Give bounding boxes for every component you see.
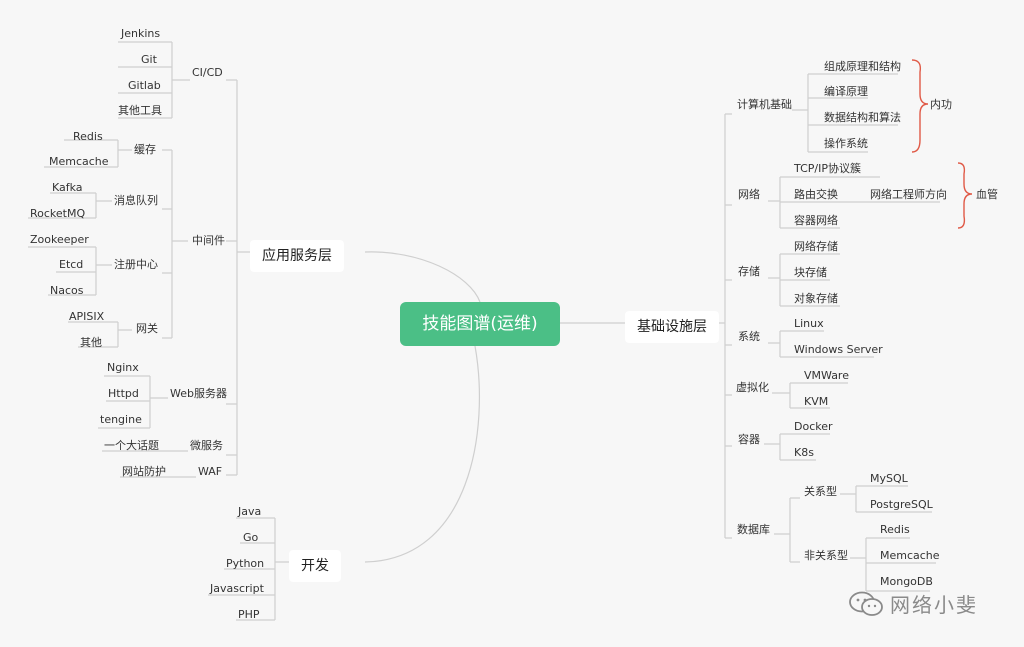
connector-dev-spine xyxy=(208,517,289,621)
topic-infrastructure[interactable]: 基础设施层 xyxy=(625,311,719,343)
leaf-gateway-other[interactable]: 其他 xyxy=(80,336,102,349)
leaf-object-storage[interactable]: 对象存储 xyxy=(794,292,838,305)
node-message-queue[interactable]: 消息队列 xyxy=(114,194,158,207)
leaf-big-topic[interactable]: 一个大话题 xyxy=(104,439,159,452)
leaf-etcd[interactable]: Etcd xyxy=(59,258,84,271)
connector-network xyxy=(768,176,940,229)
leaf-network-storage[interactable]: 网络存储 xyxy=(794,240,838,253)
node-computer-basics[interactable]: 计算机基础 xyxy=(737,98,792,111)
leaf-jenkins[interactable]: Jenkins xyxy=(121,27,161,40)
node-waf[interactable]: WAF xyxy=(198,465,223,478)
wechat-icon xyxy=(849,591,883,616)
leaf-compiler[interactable]: 编译原理 xyxy=(824,85,868,98)
leaf-other-tools[interactable]: 其他工具 xyxy=(118,104,162,117)
connector-nonrelational xyxy=(850,537,936,592)
node-virtualization[interactable]: 虚拟化 xyxy=(736,381,769,394)
bracket-label-neigong: 内功 xyxy=(930,98,952,111)
leaf-zookeeper[interactable]: Zookeeper xyxy=(30,233,89,246)
leaf-memcache-db[interactable]: Memcache xyxy=(880,549,940,562)
leaf-gitlab[interactable]: Gitlab xyxy=(128,79,161,92)
connector-middleware xyxy=(162,149,188,339)
connector-web xyxy=(98,375,168,429)
leaf-git[interactable]: Git xyxy=(141,53,157,66)
leaf-javascript[interactable]: Javascript xyxy=(210,582,264,595)
bracket-label-xueguan: 血管 xyxy=(976,188,998,201)
leaf-redis-db[interactable]: Redis xyxy=(880,523,910,536)
node-system[interactable]: 系统 xyxy=(738,330,760,343)
central-topic[interactable]: 技能图谱(运维) xyxy=(400,302,560,346)
bracket-xueguan xyxy=(957,162,973,229)
node-middleware[interactable]: 中间件 xyxy=(192,234,225,247)
leaf-tengine[interactable]: tengine xyxy=(100,413,142,426)
topic-app-service[interactable]: 应用服务层 xyxy=(250,240,344,272)
node-microservice[interactable]: 微服务 xyxy=(190,439,223,452)
connector-central-app xyxy=(364,251,481,303)
leaf-data-structures[interactable]: 数据结构和算法 xyxy=(824,111,901,124)
watermark: 网络小斐 xyxy=(848,589,978,618)
leaf-postgresql[interactable]: PostgreSQL xyxy=(870,498,933,511)
leaf-kafka[interactable]: Kafka xyxy=(52,181,83,194)
leaf-windows-server[interactable]: Windows Server xyxy=(794,343,883,356)
leaf-redis[interactable]: Redis xyxy=(73,130,103,143)
leaf-container-network[interactable]: 容器网络 xyxy=(794,214,838,227)
node-nonrelational[interactable]: 非关系型 xyxy=(804,549,848,562)
leaf-go[interactable]: Go xyxy=(243,531,259,544)
node-container[interactable]: 容器 xyxy=(738,433,760,446)
leaf-tcpip[interactable]: TCP/IP协议簇 xyxy=(794,162,861,175)
node-database[interactable]: 数据库 xyxy=(737,523,770,536)
leaf-vmware[interactable]: VMWare xyxy=(804,369,849,382)
leaf-java[interactable]: Java xyxy=(238,505,262,518)
connector-central-dev xyxy=(364,345,480,563)
leaf-nginx[interactable]: Nginx xyxy=(107,361,139,374)
node-registry[interactable]: 注册中心 xyxy=(114,258,158,271)
leaf-site-protection[interactable]: 网站防护 xyxy=(122,465,166,478)
leaf-python[interactable]: Python xyxy=(226,557,265,570)
leaf-memcache[interactable]: Memcache xyxy=(49,155,109,168)
leaf-block-storage[interactable]: 块存储 xyxy=(794,266,827,279)
connector-storage xyxy=(768,253,840,307)
leaf-rocketmq[interactable]: RocketMQ xyxy=(30,207,86,220)
connector-registry xyxy=(28,246,112,296)
connector-mq xyxy=(28,192,112,219)
leaf-nacos[interactable]: Nacos xyxy=(50,284,84,297)
connector-gateway xyxy=(68,321,132,348)
connector-virt xyxy=(772,382,848,409)
leaf-php[interactable]: PHP xyxy=(238,608,260,621)
connector-db xyxy=(774,497,800,563)
leaf-os[interactable]: 操作系统 xyxy=(824,137,868,150)
leaf-composition[interactable]: 组成原理和结构 xyxy=(824,60,901,73)
connector-relational xyxy=(840,485,932,513)
node-relational[interactable]: 关系型 xyxy=(804,485,837,498)
topic-dev[interactable]: 开发 xyxy=(289,550,341,582)
node-cache[interactable]: 缓存 xyxy=(134,143,156,156)
leaf-mongodb[interactable]: MongoDB xyxy=(880,575,933,588)
leaf-kvm[interactable]: KVM xyxy=(804,395,829,408)
leaf-routing[interactable]: 路由交换 xyxy=(794,188,838,201)
leaf-docker[interactable]: Docker xyxy=(794,420,833,433)
leaf-linux[interactable]: Linux xyxy=(794,317,824,330)
connector-container xyxy=(764,433,830,461)
connector-system xyxy=(768,330,874,358)
leaf-httpd[interactable]: Httpd xyxy=(108,387,139,400)
node-storage[interactable]: 存储 xyxy=(738,265,760,278)
node-gateway[interactable]: 网关 xyxy=(136,322,158,335)
bracket-neigong xyxy=(911,59,929,153)
connector-cicd xyxy=(118,41,190,119)
connector-computer xyxy=(792,73,898,153)
connector-cache xyxy=(44,139,132,168)
node-network[interactable]: 网络 xyxy=(738,188,760,201)
node-cicd[interactable]: CI/CD xyxy=(192,66,223,79)
leaf-network-engineer[interactable]: 网络工程师方向 xyxy=(870,188,947,201)
node-web-server[interactable]: Web服务器 xyxy=(170,387,227,400)
connector-app-spine xyxy=(226,79,250,476)
leaf-mysql[interactable]: MySQL xyxy=(870,472,908,485)
watermark-text: 网络小斐 xyxy=(890,593,978,617)
leaf-k8s[interactable]: K8s xyxy=(794,446,814,459)
leaf-apisix[interactable]: APISIX xyxy=(69,310,105,323)
